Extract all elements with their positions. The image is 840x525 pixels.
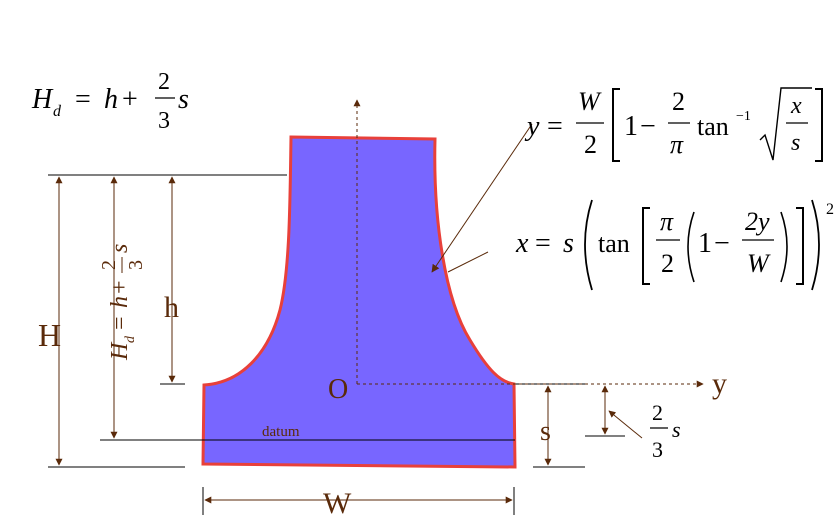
label-datum: datum xyxy=(262,424,300,440)
svg-text:s: s xyxy=(791,130,800,156)
svg-text:H: H xyxy=(31,84,54,115)
leader-y-formula xyxy=(431,123,533,273)
svg-text:=: = xyxy=(535,228,551,259)
svg-text:h: h xyxy=(107,296,133,308)
formula-y: y = W 2 1 − 2 π tan −1 x s xyxy=(524,87,823,162)
svg-text:2: 2 xyxy=(158,69,170,95)
svg-text:s: s xyxy=(178,84,189,115)
svg-text:−: − xyxy=(640,111,656,142)
formula-Hd-vertical: H d = h + 2 3 s xyxy=(98,244,147,361)
label-O: O xyxy=(328,374,348,405)
svg-text:2: 2 xyxy=(652,400,663,425)
svg-text:W: W xyxy=(747,249,771,278)
leader-x-formula xyxy=(447,251,489,273)
svg-text:=: = xyxy=(107,316,133,330)
label-H: H xyxy=(38,317,61,353)
svg-text:s: s xyxy=(563,228,574,259)
svg-text:2: 2 xyxy=(826,201,834,218)
svg-text:−: − xyxy=(714,228,730,259)
svg-text:h: h xyxy=(104,84,118,115)
svg-text:3: 3 xyxy=(125,260,147,270)
svg-text:x: x xyxy=(790,93,802,119)
label-W: W xyxy=(323,487,352,520)
svg-text:tan: tan xyxy=(697,112,729,141)
svg-text:π: π xyxy=(660,207,674,236)
label-y-axis: y xyxy=(712,367,727,400)
svg-text:3: 3 xyxy=(652,437,663,462)
two-thirds-s-label: 2 3 s xyxy=(650,400,681,462)
svg-text:2y: 2y xyxy=(745,207,770,236)
svg-text:tan: tan xyxy=(598,229,630,258)
svg-text:s: s xyxy=(107,244,133,253)
svg-text:2: 2 xyxy=(584,130,597,159)
svg-text:x: x xyxy=(515,228,529,259)
weir-shape xyxy=(201,135,517,469)
svg-text:2: 2 xyxy=(672,87,685,116)
formula-x: x = s tan π 2 1 − 2y W 2 xyxy=(515,199,834,291)
label-s: s xyxy=(540,416,551,447)
formula-Hd-top: H d = h + 2 3 s xyxy=(31,69,189,134)
svg-text:−1: −1 xyxy=(736,109,751,124)
svg-text:s: s xyxy=(672,417,681,442)
svg-text:3: 3 xyxy=(158,108,170,134)
label-h: h xyxy=(164,291,179,324)
svg-text:=: = xyxy=(75,84,91,115)
svg-text:1: 1 xyxy=(624,111,638,142)
svg-text:=: = xyxy=(547,111,563,142)
svg-text:2: 2 xyxy=(98,260,120,270)
svg-text:1: 1 xyxy=(698,228,712,259)
svg-text:H: H xyxy=(107,341,133,361)
svg-text:2: 2 xyxy=(661,249,674,278)
svg-text:+: + xyxy=(107,280,133,294)
svg-text:+: + xyxy=(122,84,138,115)
svg-text:π: π xyxy=(670,130,684,159)
svg-text:W: W xyxy=(578,87,602,116)
svg-text:d: d xyxy=(123,335,138,343)
svg-text:y: y xyxy=(524,111,540,142)
svg-text:d: d xyxy=(53,103,62,120)
leader-two-thirds xyxy=(608,410,643,439)
